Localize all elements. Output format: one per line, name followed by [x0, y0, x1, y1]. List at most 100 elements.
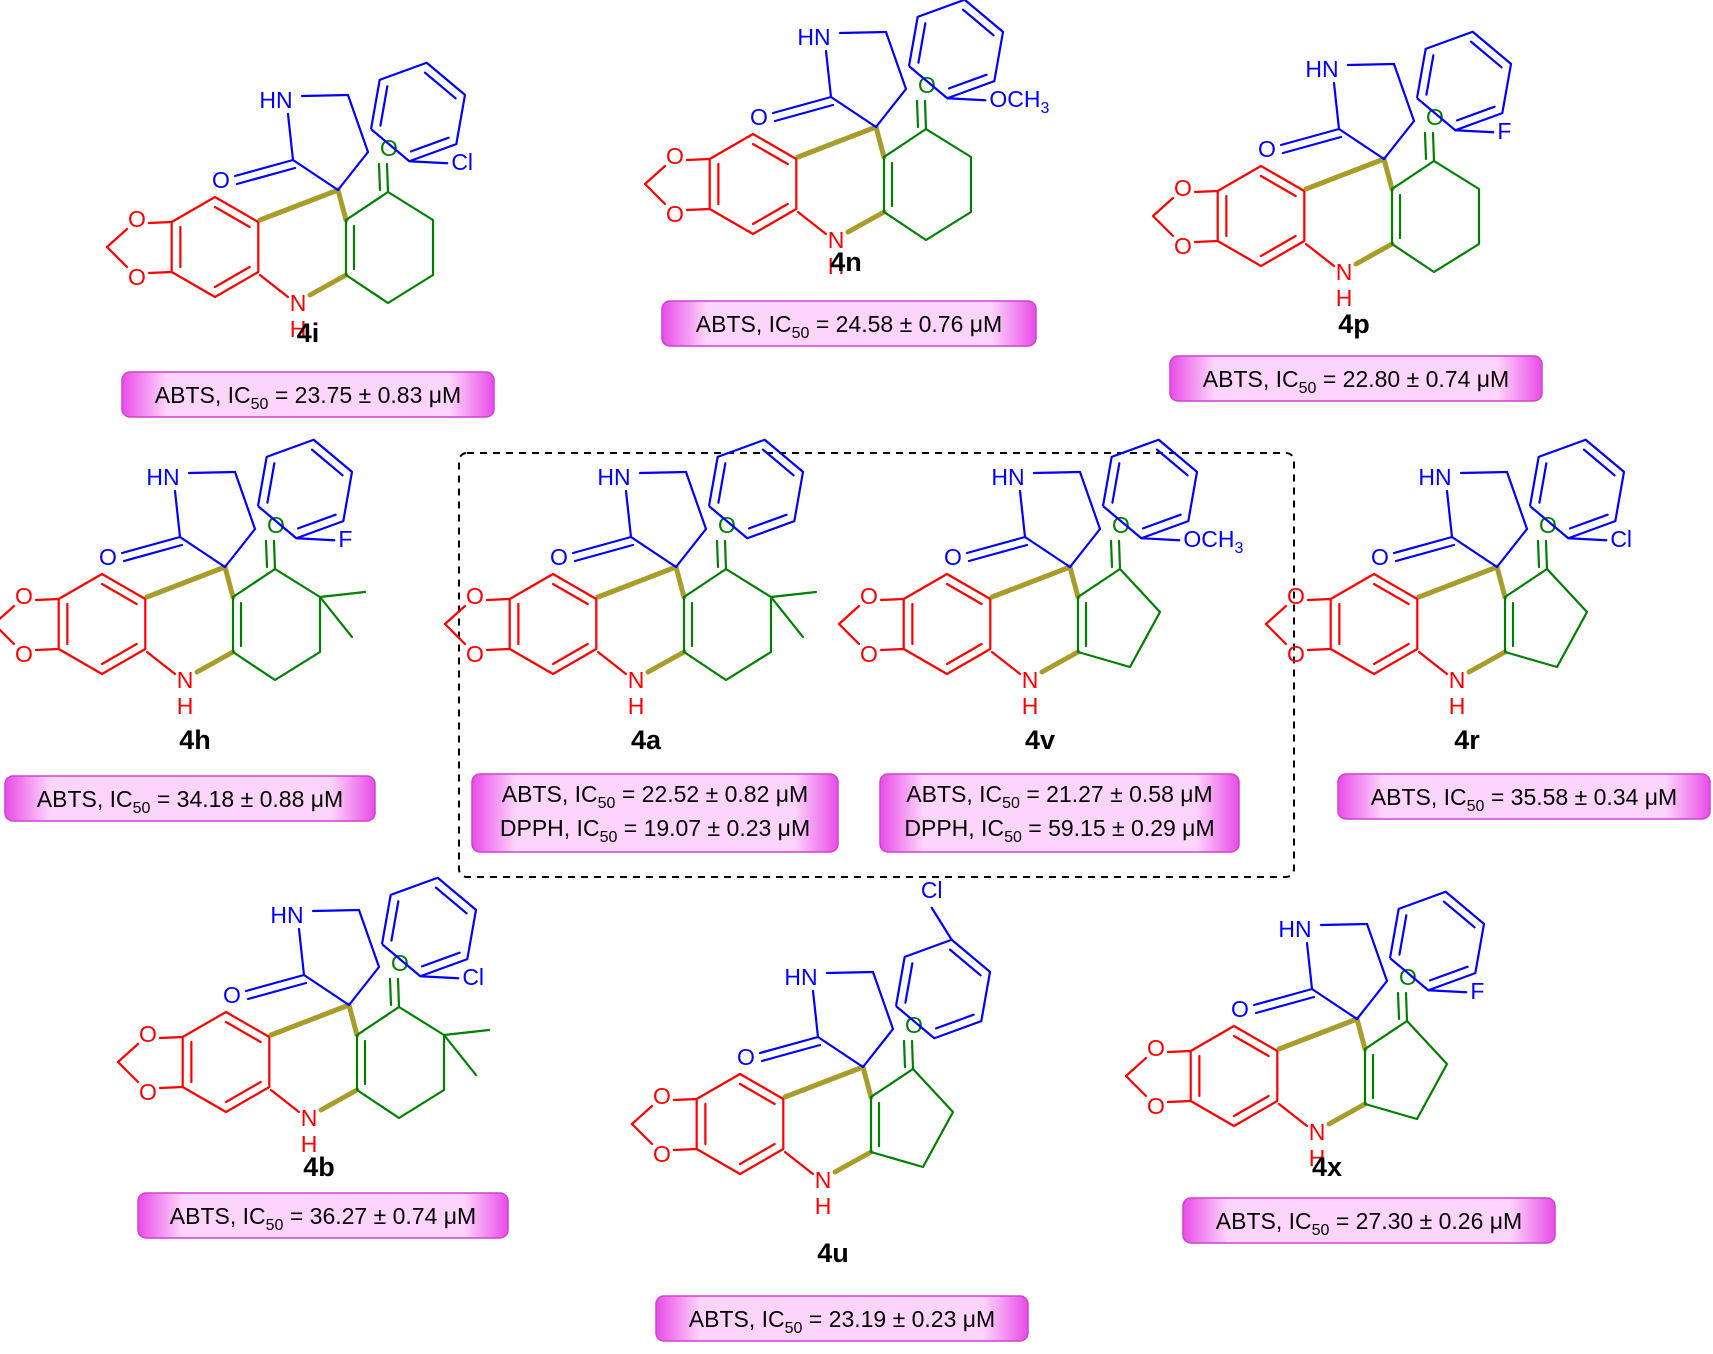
substituent-bond [1454, 129, 1495, 134]
assay-prefix: ABTS, IC [1371, 784, 1467, 810]
cyclopentanone-ring [870, 1068, 955, 1169]
n-atom-label: N [1309, 1119, 1326, 1145]
lactam-bond [1332, 81, 1341, 131]
nh-label: HN [1418, 464, 1451, 490]
aromatic-bond [717, 462, 727, 504]
lactam-bond [173, 489, 182, 539]
highlight-bond [860, 1064, 874, 1100]
carbonyl-bond [967, 543, 1029, 563]
aromatic-bond [738, 1142, 776, 1166]
assay-prefix: ABTS, IC [696, 311, 792, 337]
n-atom-label: N [628, 667, 645, 693]
aromatic-bond [551, 642, 589, 666]
dioxole-bond [1166, 1049, 1192, 1054]
assay-subscript: 50 [785, 1320, 803, 1337]
aromatic-bond [1372, 582, 1410, 606]
oxygen-label: O [1287, 583, 1305, 609]
oxygen-label: O [128, 264, 146, 290]
ring-bond [344, 190, 390, 222]
n-bond [1304, 242, 1336, 268]
aromatic-bond [420, 951, 461, 968]
assay-value-text: ABTS, IC50 = 24.58 ± 0.76 μM [696, 311, 1002, 342]
aromatic-bond [551, 582, 589, 606]
ring-bond [861, 1027, 895, 1069]
aromatic-bond [1428, 965, 1469, 982]
ring-bond [347, 965, 381, 1007]
benzene-ring [1189, 1024, 1279, 1128]
assay-prefix: ABTS, IC [155, 382, 251, 408]
assay-value: = 22.80 ± 0.74 μM [1316, 366, 1509, 392]
lactam-bond [286, 112, 295, 162]
oxygen-label: O [1287, 641, 1305, 667]
ring-bond [1505, 470, 1529, 531]
aromatic-bond [1568, 513, 1609, 530]
compound-label: 4i [297, 318, 320, 348]
ring-bond [187, 470, 237, 475]
aromatic-bond [296, 513, 337, 530]
assay-prefix: DPPH, IC [904, 815, 1004, 841]
n-bond [258, 273, 290, 299]
aromatic-bond [1372, 642, 1410, 666]
dioxole-bond [837, 604, 861, 626]
lactam-oxygen-label: O [99, 544, 117, 570]
n-bond [596, 650, 628, 676]
lactam-bond [1445, 489, 1454, 539]
substituent-bond [419, 975, 460, 980]
carbonyl-bond [771, 95, 833, 115]
substituent-bond [408, 160, 449, 165]
carbonyl-bond [758, 1035, 820, 1055]
assay-value-text: ABTS, IC50 = 22.52 ± 0.82 μM [502, 781, 808, 812]
ring-bond [874, 87, 908, 129]
carbonyl-bond [235, 166, 297, 186]
compound-label: 4v [1025, 725, 1055, 755]
ring-bond [1078, 470, 1102, 531]
cyclohexanone-ring [345, 191, 435, 305]
highlight-bond [257, 187, 341, 223]
assay-value: = 35.58 ± 0.34 μM [1484, 784, 1677, 810]
highlight-bond [1466, 649, 1508, 675]
assay-value: = 59.15 ± 0.29 μM [1022, 815, 1215, 841]
substituent-label: OCH3 [1183, 526, 1243, 557]
highlight-bond [222, 564, 236, 600]
oxygen-label: O [666, 143, 684, 169]
assay-value: = 21.27 ± 0.58 μM [1020, 781, 1213, 807]
lactam-bond [297, 927, 306, 977]
highlight-bond [307, 272, 349, 298]
ring-bond [233, 470, 257, 531]
lactam-bond [829, 95, 878, 129]
n-bond [1277, 1102, 1309, 1128]
n-bond [796, 210, 828, 236]
dioxole-bond [1151, 196, 1175, 218]
aromatic-bond [948, 948, 982, 977]
dioxole-bond [1124, 1056, 1148, 1078]
ring-bond [231, 567, 277, 599]
cyclohexanone-ring [232, 568, 322, 682]
carbonyl-bond [965, 535, 1027, 555]
assay-value-text: ABTS, IC50 = 23.19 ± 0.23 μM [689, 1306, 995, 1337]
carbonyl-bond [760, 1043, 822, 1063]
ring-bond [300, 93, 350, 98]
methyl-bond [769, 590, 818, 599]
aromatic-bond [213, 205, 251, 229]
oxygen-label: O [653, 1141, 671, 1167]
n-bond [145, 650, 177, 676]
highlight-bond [1276, 1016, 1360, 1052]
ring-bond [871, 970, 895, 1031]
highlight-bond [1067, 564, 1081, 600]
substituent-bond [946, 97, 987, 102]
ring-bond [1355, 979, 1389, 1021]
carbonyl-bond [233, 158, 295, 178]
assay-prefix: ABTS, IC [502, 781, 598, 807]
assay-subscript: 50 [266, 1217, 284, 1234]
lactam-bond [816, 1035, 865, 1069]
assay-value: = 24.58 ± 0.76 μM [809, 311, 1002, 337]
nh-label: HN [991, 464, 1024, 490]
oxygen-label: O [653, 1083, 671, 1109]
n-bond [269, 1088, 301, 1114]
dioxole-bond [1166, 1099, 1192, 1104]
assay-value: = 27.30 ± 0.26 μM [1329, 1208, 1522, 1234]
